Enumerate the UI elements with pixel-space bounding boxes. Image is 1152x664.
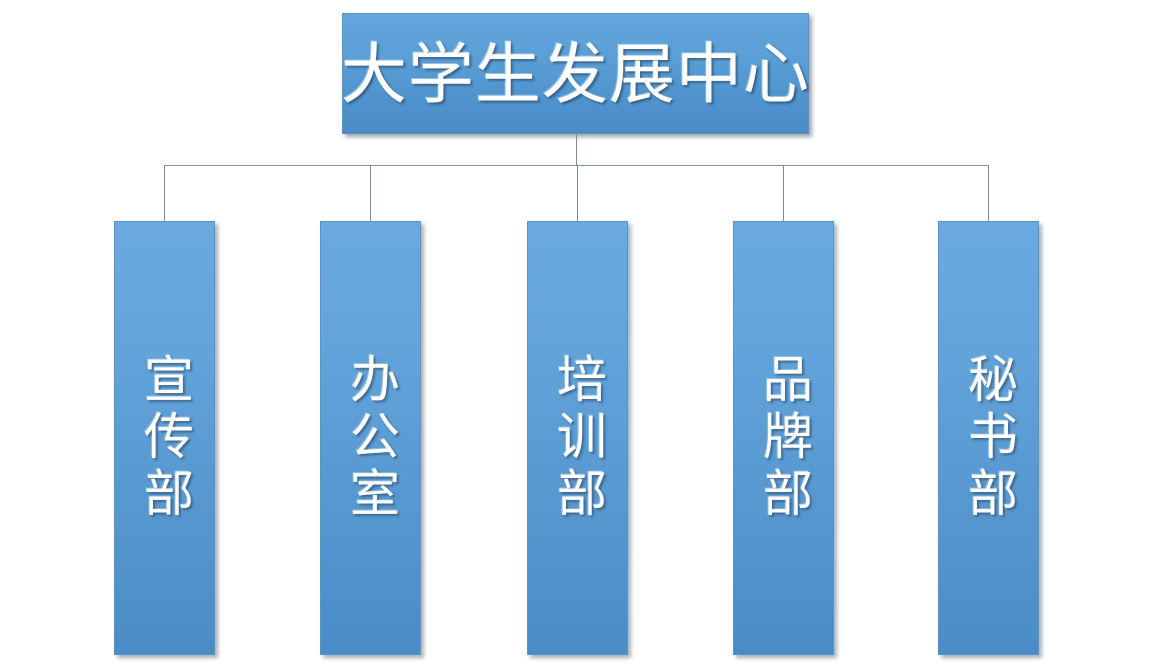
org-node-child-1-label: 宣传部 [137, 352, 193, 524]
connector-stem-root [576, 134, 577, 166]
org-node-root[interactable]: 大学生发展中心 [341, 13, 810, 134]
connector-drop-1 [164, 165, 165, 222]
org-node-child-3-label: 培训部 [550, 352, 606, 524]
org-node-child-2-label: 办公室 [343, 352, 399, 524]
org-node-child-5-label: 秘书部 [961, 352, 1017, 524]
org-node-child-4[interactable]: 品牌部 [733, 221, 834, 655]
connector-drop-4 [783, 165, 784, 222]
connector-drop-5 [988, 165, 989, 222]
connector-drop-2 [370, 165, 371, 222]
connector-horizontal-bus [164, 165, 989, 166]
org-node-child-5[interactable]: 秘书部 [938, 221, 1039, 655]
org-node-child-4-label: 品牌部 [756, 352, 812, 524]
connector-drop-3 [577, 165, 578, 222]
org-node-child-2[interactable]: 办公室 [320, 221, 421, 655]
org-node-root-label: 大学生发展中心 [341, 36, 810, 111]
org-node-child-1[interactable]: 宣传部 [114, 221, 215, 655]
org-node-child-3[interactable]: 培训部 [527, 221, 628, 655]
